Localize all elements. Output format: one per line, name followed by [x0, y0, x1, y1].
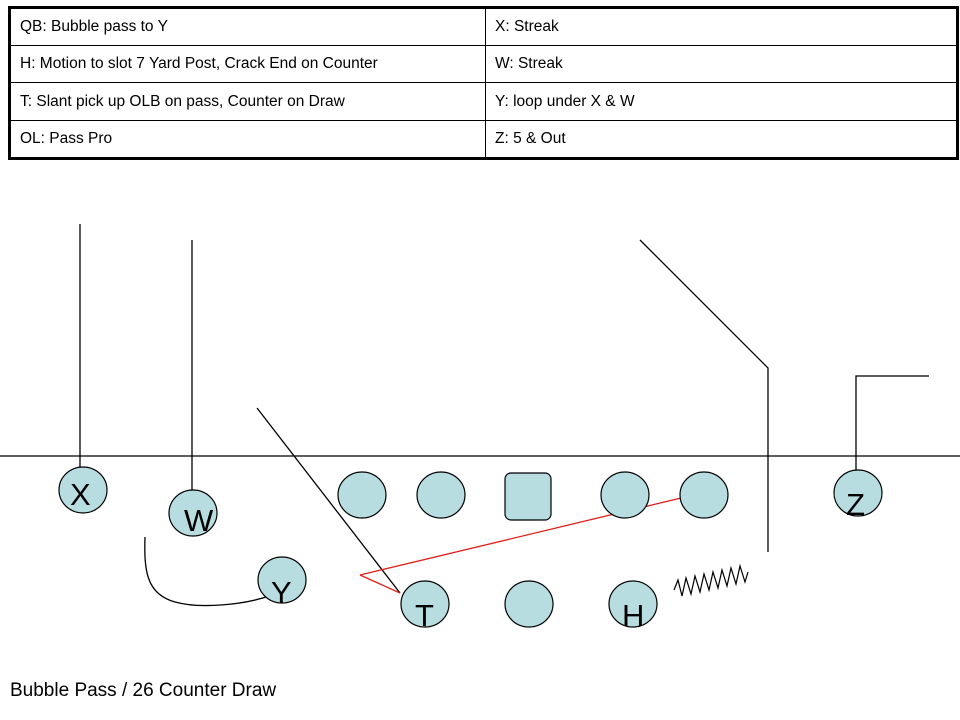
assignments-table: QB: Bubble pass to Y X: Streak H: Motion… — [8, 6, 959, 160]
player-y — [257, 556, 307, 604]
left-tackle — [337, 471, 387, 519]
assignment-z: Z: 5 & Out — [485, 119, 958, 160]
h-motion-zigzag — [673, 563, 749, 597]
player-w — [168, 489, 218, 537]
z-out-route — [855, 375, 929, 472]
y-loop-route — [144, 536, 273, 607]
assignment-x: X: Streak — [485, 6, 958, 47]
player-h-label: H — [622, 598, 644, 633]
assignment-qb: QB: Bubble pass to Y — [9, 6, 486, 47]
table-row: OL: Pass Pro Z: 5 & Out — [9, 119, 958, 160]
t-slant-route — [256, 407, 401, 594]
player-t-label: T — [415, 598, 434, 633]
bubble-pass-line — [359, 486, 728, 576]
table-row: H: Motion to slot 7 Yard Post, Crack End… — [9, 45, 958, 84]
pass-tip — [359, 574, 401, 594]
table-row: QB: Bubble pass to Y X: Streak — [9, 6, 958, 47]
h-post-route — [639, 239, 769, 552]
player-t — [400, 580, 450, 628]
player-z — [833, 469, 883, 517]
player-y-label: Y — [271, 575, 292, 610]
play-caption: Bubble Pass / 26 Counter Draw — [10, 680, 277, 701]
right-tackle — [679, 471, 729, 519]
right-guard — [600, 471, 650, 519]
player-z-label: Z — [846, 487, 865, 522]
player-w-label: W — [184, 503, 214, 538]
left-guard — [416, 471, 466, 519]
player-x-label: X — [70, 477, 91, 512]
center — [504, 472, 552, 521]
player-qb — [504, 580, 554, 628]
player-x — [58, 466, 108, 514]
player-h — [608, 580, 658, 628]
